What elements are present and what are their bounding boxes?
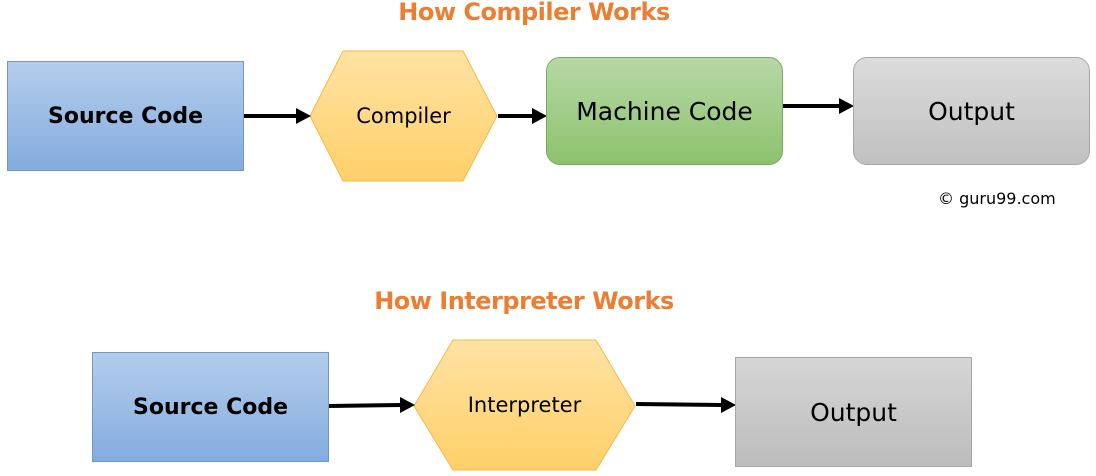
interpreter-label: Interpreter	[467, 393, 582, 417]
compiler-hexagon	[309, 50, 498, 182]
arrow-interpreter-to-output	[635, 402, 723, 407]
compiler-title: How Compiler Works	[398, 0, 670, 26]
compiler-output-label: Output	[928, 96, 1015, 126]
arrowhead-source-to-interpreter	[400, 397, 415, 413]
interpreter-output-box: Output	[735, 357, 972, 467]
interpreter-source-code-label: Source Code	[132, 394, 289, 420]
machine-code-label: Machine Code	[576, 96, 753, 126]
arrowhead-machine-code-to-output	[839, 98, 854, 114]
compiler-output-box: Output	[853, 57, 1090, 165]
interpreter-output-label: Output	[810, 397, 897, 427]
arrowhead-source-to-compiler	[296, 108, 311, 124]
machine-code-box: Machine Code	[546, 57, 783, 165]
compiler-source-code-box: Source Code	[7, 61, 244, 171]
arrow-source-to-interpreter	[328, 403, 402, 408]
arrowhead-interpreter-to-output	[721, 397, 736, 413]
arrowhead-compiler-to-machine-code	[532, 108, 547, 124]
compiler-source-code-label: Source Code	[47, 103, 204, 129]
copyright-text: © guru99.com	[938, 189, 1056, 208]
interpreter-title: How Interpreter Works	[374, 287, 674, 315]
interpreter-hexagon	[413, 339, 636, 471]
compiler-label: Compiler	[356, 104, 451, 128]
interpreter-source-code-box: Source Code	[92, 352, 329, 462]
